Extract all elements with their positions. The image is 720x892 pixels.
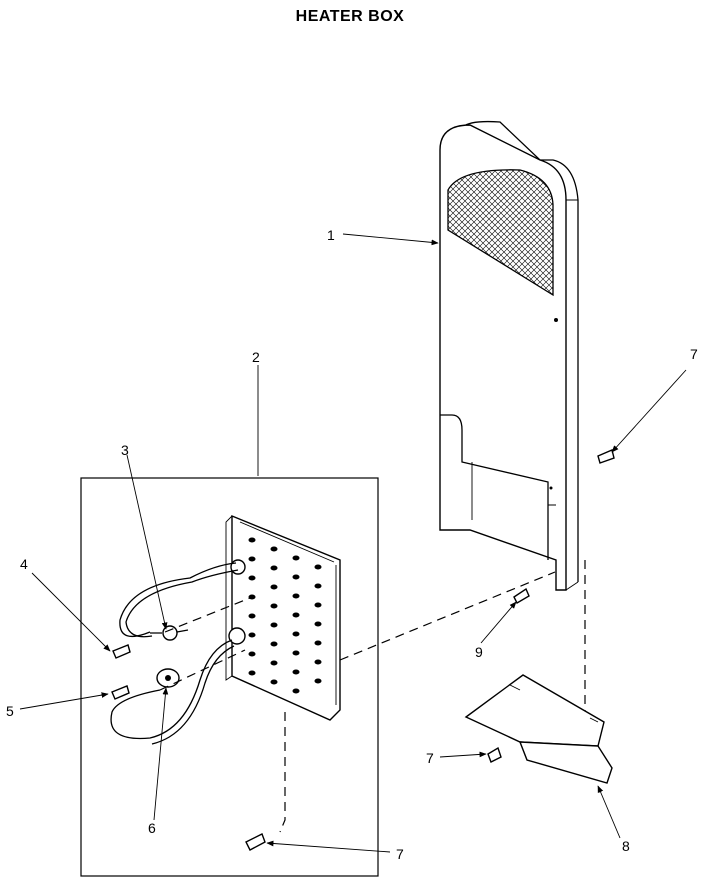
coil-dot — [248, 537, 256, 543]
callout-7-lower: 7 — [426, 750, 434, 766]
coil-dot — [248, 594, 256, 600]
coil-dot — [270, 565, 278, 571]
thermostat-6 — [156, 627, 246, 688]
assembly-line-d — [339, 571, 556, 661]
coil-dot — [292, 593, 300, 599]
screw-5 — [111, 685, 130, 700]
coil-dot — [248, 575, 256, 581]
coil-dot — [292, 555, 300, 561]
screw-7-lower — [487, 746, 502, 763]
wire-harness — [110, 562, 239, 745]
screw-7-right — [597, 449, 615, 464]
heating-element-box — [80, 477, 379, 877]
callout-8: 8 — [622, 838, 630, 854]
coil-dot — [270, 546, 278, 552]
coil-dot — [292, 669, 300, 675]
coil-dot — [292, 574, 300, 580]
coil-dot — [292, 612, 300, 618]
diagram-title: HEATER BOX — [295, 8, 405, 25]
coil-dot — [248, 556, 256, 562]
callout-2: 2 — [252, 349, 260, 365]
coil-dot — [270, 641, 278, 647]
heater-box-panel — [439, 120, 579, 591]
screw-4 — [112, 644, 131, 659]
assembly-line-c — [279, 712, 286, 833]
mounting-bracket — [464, 674, 613, 784]
coil-dot — [270, 603, 278, 609]
callout-3: 3 — [121, 442, 129, 458]
coil-dot — [248, 613, 256, 619]
coil-dot — [314, 564, 322, 570]
coil-dot — [292, 650, 300, 656]
callout-7-bottom: 7 — [396, 846, 404, 862]
callout-9: 9 — [475, 644, 483, 660]
element-coil-dots — [248, 537, 322, 694]
leader-lines — [19, 233, 687, 853]
coil-dot — [270, 622, 278, 628]
coil-dot — [314, 621, 322, 627]
coil-dot — [248, 670, 256, 676]
callout-4: 4 — [20, 556, 28, 572]
coil-dot — [314, 583, 322, 589]
coil-dot — [314, 640, 322, 646]
callout-5: 5 — [6, 703, 14, 719]
callout-1: 1 — [327, 227, 335, 243]
coil-dot — [270, 660, 278, 666]
screw-9 — [513, 587, 530, 604]
coil-dot — [270, 584, 278, 590]
coil-dot — [270, 679, 278, 685]
screw-7-bottom — [245, 833, 266, 851]
coil-dot — [248, 632, 256, 638]
callout-7-right: 7 — [690, 346, 698, 362]
assembly-line-a — [164, 597, 251, 633]
callout-6: 6 — [148, 820, 156, 836]
coil-dot — [314, 602, 322, 608]
coil-dot — [248, 651, 256, 657]
coil-dot — [292, 688, 300, 694]
coil-dot — [314, 678, 322, 684]
coil-dot — [292, 631, 300, 637]
assembly-line-b — [159, 649, 246, 691]
coil-dot — [314, 659, 322, 665]
